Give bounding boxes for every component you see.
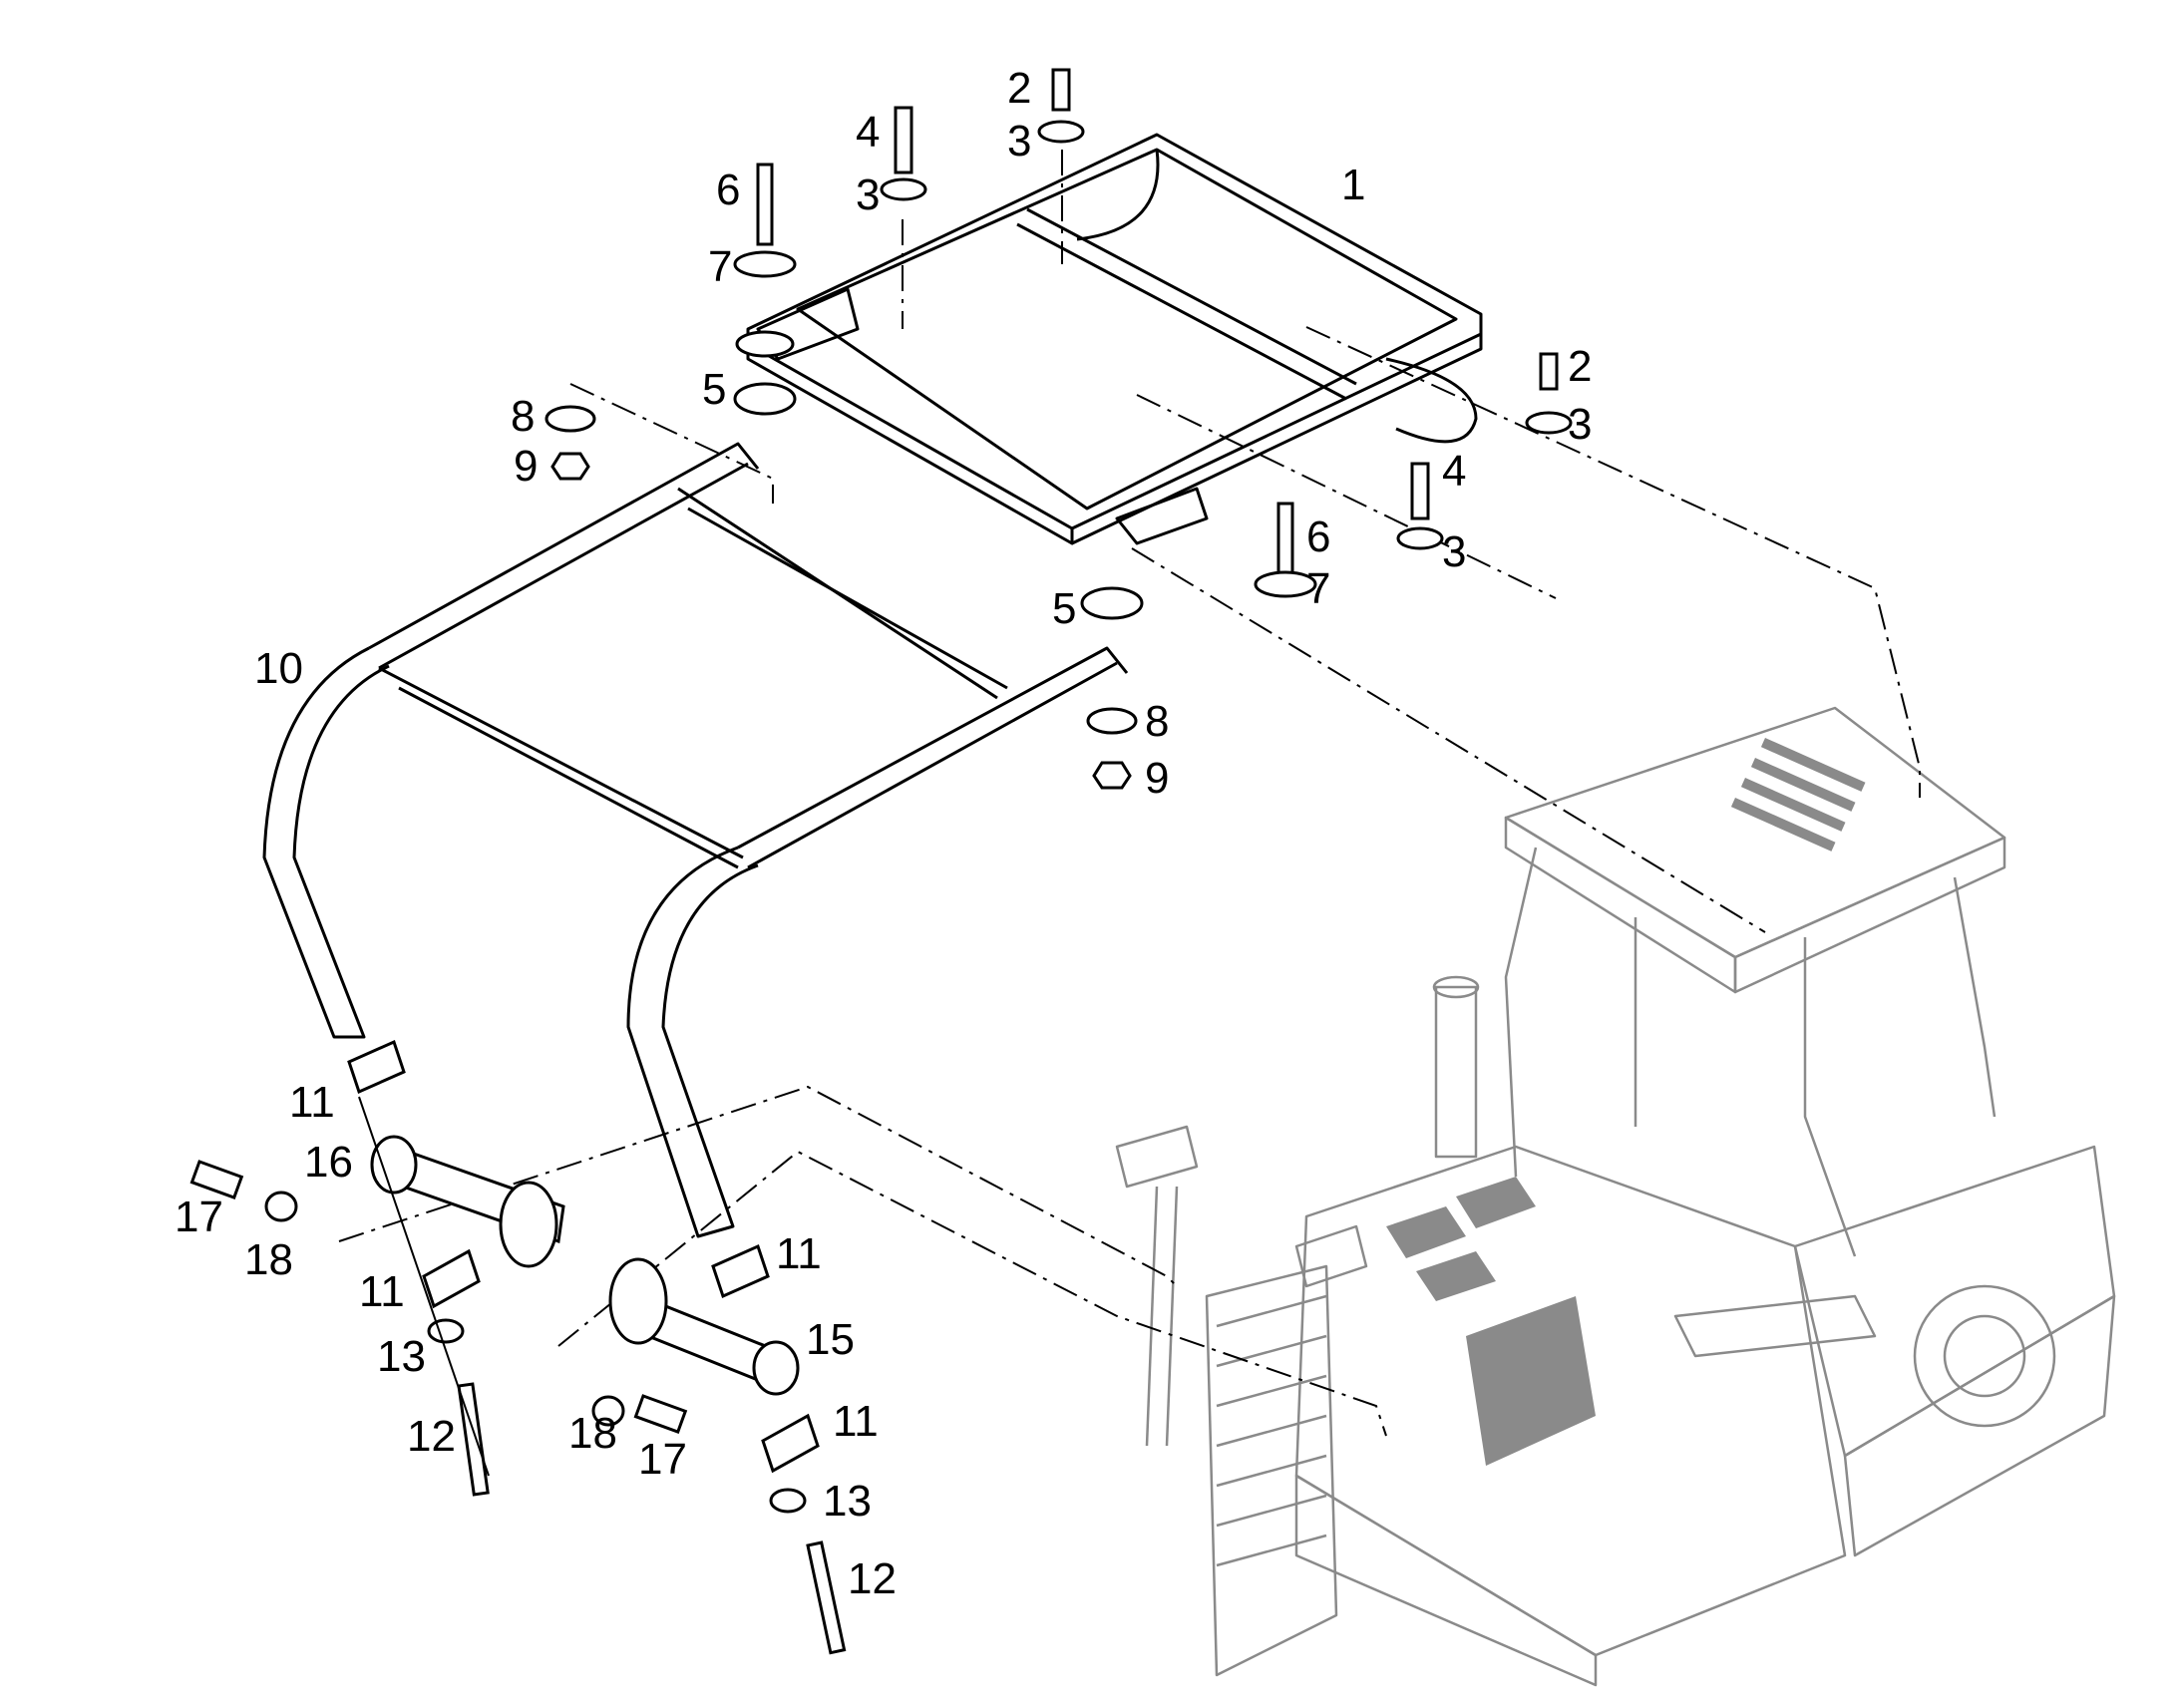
clamp-11-left-upper	[347, 1039, 406, 1095]
bolt-2-right	[1539, 352, 1559, 391]
washer-18-left	[264, 1191, 298, 1222]
callout-6: 6	[1306, 512, 1330, 561]
callout-13: 13	[823, 1477, 872, 1526]
radiator-grille-icon	[1216, 1294, 1327, 1567]
callout-11: 11	[289, 1078, 335, 1127]
callout-5: 5	[702, 365, 726, 414]
washer-3-right-mid	[1396, 526, 1444, 550]
callout-10: 10	[254, 644, 303, 693]
callout-3: 3	[856, 171, 880, 219]
rops-frame-part	[262, 442, 1129, 1238]
callout-6: 6	[716, 166, 740, 214]
nut-9-right	[1092, 761, 1132, 790]
bolt-6-left	[756, 163, 774, 246]
callout-17: 17	[638, 1435, 687, 1484]
bolt-4-right	[1410, 462, 1430, 520]
washer-3-right	[1525, 411, 1573, 435]
callout-3: 3	[1568, 400, 1592, 449]
pivot-tube-16-flange	[499, 1181, 558, 1268]
hardware-parts	[189, 68, 1573, 1655]
callout-labels: 1 2 3 4 3 6 7 5 8 9 2 3 4 3 6 7 5 8 9 10…	[175, 64, 1592, 1603]
callout-11: 11	[776, 1229, 822, 1278]
washer-13-right	[769, 1488, 807, 1514]
callout-7: 7	[1306, 564, 1330, 613]
nut-9-left	[550, 452, 590, 481]
callout-15: 15	[806, 1315, 855, 1364]
pivot-tube-16-end	[370, 1135, 418, 1195]
clamp-11-left-lower	[422, 1248, 481, 1309]
washer-18-right	[591, 1395, 625, 1427]
washer-7-right	[1254, 570, 1317, 598]
clamp-11-right-upper	[711, 1243, 770, 1299]
callout-8: 8	[1145, 697, 1169, 746]
bolt-6-right	[1276, 502, 1294, 580]
washer-7-left	[733, 250, 797, 278]
callout-13: 13	[377, 1332, 426, 1381]
callout-12: 12	[407, 1412, 456, 1461]
pivot-tube-15-end	[752, 1340, 800, 1396]
washer-3-left	[880, 177, 927, 201]
callout-8: 8	[511, 392, 535, 441]
clamp-11-right-lower	[761, 1413, 820, 1474]
callout-2: 2	[1007, 64, 1031, 113]
callout-11: 11	[359, 1267, 405, 1316]
callout-4: 4	[856, 108, 880, 157]
rubber-mount-5-right	[1080, 586, 1144, 620]
machine-illustration	[1115, 706, 2116, 1687]
rubber-mount-5-left	[733, 382, 797, 416]
bolt-17-left	[189, 1160, 244, 1199]
callout-5: 5	[1052, 584, 1076, 633]
callout-18: 18	[568, 1409, 617, 1458]
rubber-mount-5-left-top	[735, 330, 795, 358]
washer-8-left	[545, 405, 596, 433]
callout-2: 2	[1568, 342, 1592, 391]
callout-1: 1	[1341, 161, 1365, 209]
callout-7: 7	[708, 242, 732, 291]
alignment-lines	[338, 150, 1921, 1437]
callout-9: 9	[1145, 754, 1169, 803]
washer-3-top	[1037, 120, 1085, 144]
callout-17: 17	[175, 1193, 223, 1241]
washer-8-right	[1086, 707, 1138, 735]
bolt-4-left	[894, 106, 913, 174]
callout-4: 4	[1442, 447, 1466, 496]
pivot-tube-15-flange	[608, 1257, 668, 1345]
bolt-17-right	[633, 1394, 688, 1434]
pin-12-right	[806, 1540, 847, 1655]
callout-16: 16	[304, 1138, 353, 1187]
roof-vent-icon	[1730, 738, 1866, 852]
callout-3: 3	[1442, 527, 1466, 576]
callout-11: 11	[833, 1397, 879, 1446]
callout-3: 3	[1007, 117, 1031, 166]
callout-9: 9	[514, 442, 538, 491]
bolt-2-top	[1051, 68, 1071, 112]
callout-12: 12	[848, 1554, 897, 1603]
callout-18: 18	[244, 1235, 293, 1284]
washer-13-left	[427, 1318, 465, 1344]
